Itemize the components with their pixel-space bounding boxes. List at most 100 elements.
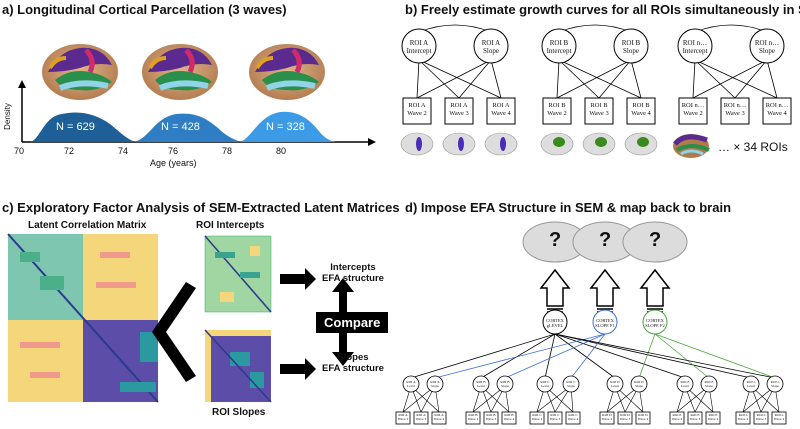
panel-c-title: c) Exploratory Factor Analysis of SEM-Ex… (2, 200, 400, 215)
roi-wave-box-wave: Wave 3 (485, 417, 497, 421)
roi-wave-box-wave: Wave 3 (549, 417, 561, 421)
tick-80: 80 (276, 146, 287, 156)
tick-74: 74 (118, 146, 129, 156)
panel-d-title: d) Impose EFA Structure in SEM & map bac… (405, 200, 732, 215)
roi-intercepts-label: ROI Intercepts (196, 220, 265, 231)
roi-wave-box-name: ROI C (532, 413, 542, 417)
panel-a-title: a) Longitudinal Cortical Parcellation (3… (2, 2, 287, 17)
factor-glevel-node (542, 309, 568, 335)
roi-count-text: … × 34 ROIs (718, 140, 788, 154)
roi-wave-box-wave: Wave 4 (637, 417, 649, 421)
roi-wave-box-name: ROI A (434, 413, 444, 417)
wave-2-label: N = 428 (161, 121, 200, 133)
roi-n-wave3-label: ROI n…Wave 3 (723, 102, 747, 117)
factor-slope-f2-node (642, 309, 668, 335)
roi-wave-box-wave: Wave 3 (755, 417, 767, 421)
roi-wave-box-name: ROI n (774, 413, 784, 417)
split-chevron-arrow (152, 282, 196, 382)
roi-n-wave4-box (762, 97, 792, 125)
roi-a-wave3-box (444, 97, 474, 125)
roi-n-slope-node (749, 28, 785, 64)
roi-n-wave3-box (720, 97, 750, 125)
roi-wave-box-name: ROI n (738, 413, 748, 417)
factor-paths (410, 333, 776, 379)
roi-slopes-matrix (204, 329, 272, 403)
question-mark-2: ? (599, 229, 612, 251)
panel-c-matrices (7, 233, 354, 403)
roi-n-brain-icon (673, 134, 710, 158)
up-arrows (539, 268, 671, 307)
roi-wave-box-wave: Wave 3 (619, 417, 631, 421)
roi-wave-box-name: ROI n (756, 413, 766, 417)
roi-wave-box-name: ROI B (504, 413, 514, 417)
roi-wave-box-name: ROI A (398, 413, 408, 417)
roi-n-intercept-node (677, 28, 713, 64)
gray-brains (522, 221, 688, 263)
roi-wave-box-name: ROI E (708, 413, 718, 417)
density-wave-1 (30, 112, 136, 142)
roi-wave-box-name: ROI E (672, 413, 682, 417)
roi-latent-nodes (402, 375, 784, 393)
tick-72: 72 (64, 146, 75, 156)
roi-wave-box-wave: Wave 4 (567, 417, 579, 421)
roi-a-wave4-box (486, 97, 516, 125)
brain-image-2 (142, 44, 218, 100)
roi-wave-box-wave: Wave 2 (671, 417, 683, 421)
roi-b-slope-node (613, 28, 649, 64)
roi-wave-box-name: ROI E (690, 413, 700, 417)
density-ylabel: Density (2, 103, 12, 130)
panel-b-title: b) Freely estimate growth curves for all… (405, 2, 800, 17)
roi-wave-box-name: ROI B (468, 413, 478, 417)
brain-image-3 (249, 44, 325, 100)
roi-wave-box-wave: Wave 4 (503, 417, 515, 421)
density-wave-2 (134, 113, 242, 142)
y-axis-arrow (18, 80, 26, 88)
intercepts-arrow (280, 268, 316, 290)
roi-wave-box-wave: Wave 3 (415, 417, 427, 421)
panel-a-graphic (18, 44, 376, 146)
tick-76: 76 (168, 146, 179, 156)
roi-a-brain-icons (400, 132, 518, 156)
roi-wave-box-wave: Wave 4 (773, 417, 785, 421)
roi-n-slope-label: ROI n…Slope (754, 39, 780, 55)
roi-b-wave4-box (626, 97, 656, 125)
roi-wave-box-name: ROI D (638, 413, 648, 417)
factor-slope-f1-node (592, 309, 618, 335)
question-mark-1: ? (549, 229, 562, 251)
latent-correlation-matrix (7, 233, 159, 403)
roi-wave-box-wave: Wave 3 (689, 417, 701, 421)
roi-wave-box-wave: Wave 4 (707, 417, 719, 421)
roi-b-brain-icons (540, 132, 658, 156)
roi-a-slope-node (473, 28, 509, 64)
wave-3-label: N = 328 (266, 121, 305, 133)
roi-a-intercept-node (401, 28, 437, 64)
slopes-arrow (280, 358, 316, 380)
roi-wave-box-name: ROI D (602, 413, 612, 417)
roi-wave-box-name: ROI B (486, 413, 496, 417)
